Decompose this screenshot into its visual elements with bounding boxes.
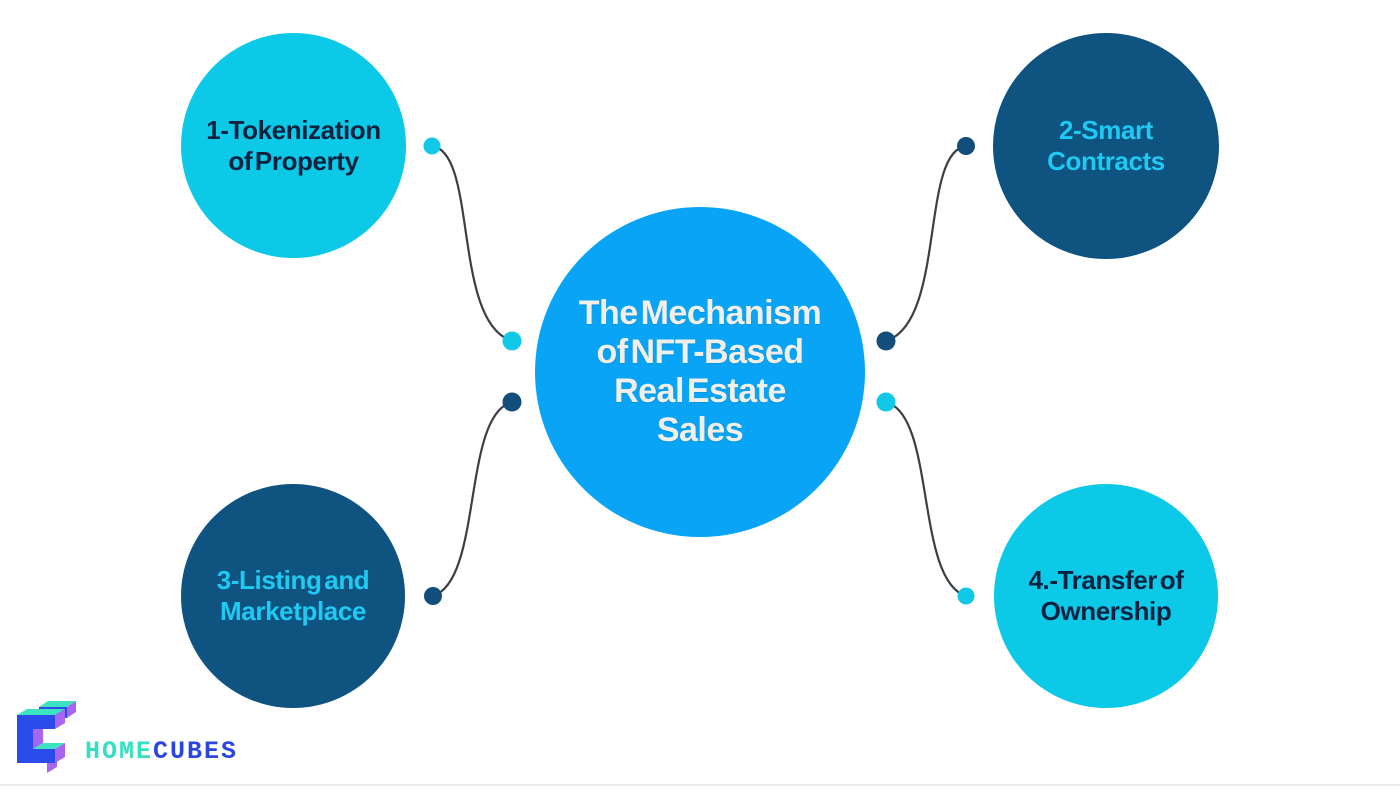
node-label: 1-Tokenization of Property	[181, 115, 406, 177]
logo-cube-face	[67, 701, 76, 718]
node-line: Marketplace	[220, 596, 366, 626]
node-line: 2-Smart	[1058, 115, 1153, 145]
center-node-line: Sales	[656, 411, 744, 449]
bottom-border-line	[0, 784, 1400, 786]
node-label: 2-Smart Contracts	[993, 115, 1219, 177]
center-node-line: The Mechanism	[578, 294, 822, 332]
connector-dot	[502, 392, 522, 412]
node-line: Ownership	[1040, 596, 1172, 626]
node-label: 3-Listing and Marketplace	[181, 565, 405, 627]
logo-cube-face	[17, 709, 65, 715]
node-label: 4.-Transfer of Ownership	[994, 565, 1218, 627]
connector-dot	[876, 331, 896, 351]
node-smart-contracts: 2-Smart Contracts	[993, 33, 1219, 259]
logo-cube-face	[39, 701, 76, 707]
homecubes-cube-icon	[17, 701, 76, 773]
node-line: 3-Listing and	[216, 565, 370, 595]
connector-dot	[957, 137, 975, 155]
connector-dot	[957, 587, 975, 605]
node-line: 4.-Transfer of	[1028, 565, 1184, 595]
center-node-line: of NFT-Based	[596, 333, 804, 371]
homecubes-logo: HOMECUBES	[17, 699, 238, 773]
connector-line-node2	[884, 144, 968, 343]
logo-word-home: HOME	[85, 736, 154, 766]
center-node-label: The Mechanism of NFT-Based Real Estate S…	[535, 294, 865, 450]
connector-line-node1	[430, 144, 514, 343]
node-line: of Property	[228, 145, 359, 176]
connector-dot	[424, 587, 442, 605]
homecubes-wordmark: HOMECUBES	[85, 737, 238, 766]
connector-dot	[876, 392, 896, 412]
logo-cube-face	[55, 709, 65, 729]
center-node-line: Real Estate	[614, 372, 786, 410]
connector-dot	[423, 137, 441, 155]
connector-dot	[502, 331, 522, 351]
connector-line-node3	[431, 400, 514, 598]
logo-word-cubes: CUBES	[153, 736, 239, 766]
logo-cube-face	[33, 743, 65, 749]
logo-cube-face	[17, 715, 55, 763]
node-line: 1-Tokenization	[206, 114, 381, 145]
logo-cube-face	[33, 723, 43, 749]
node-line: Contracts	[1047, 146, 1165, 176]
logo-cube-face	[55, 743, 65, 763]
node-transfer-of-ownership: 4.-Transfer of Ownership	[994, 484, 1218, 708]
node-listing-and-marketplace: 3-Listing and Marketplace	[181, 484, 405, 708]
node-tokenization-of-property: 1-Tokenization of Property	[181, 33, 406, 258]
connector-line-node4	[884, 400, 968, 598]
center-node-mechanism: The Mechanism of NFT-Based Real Estate S…	[535, 207, 865, 537]
